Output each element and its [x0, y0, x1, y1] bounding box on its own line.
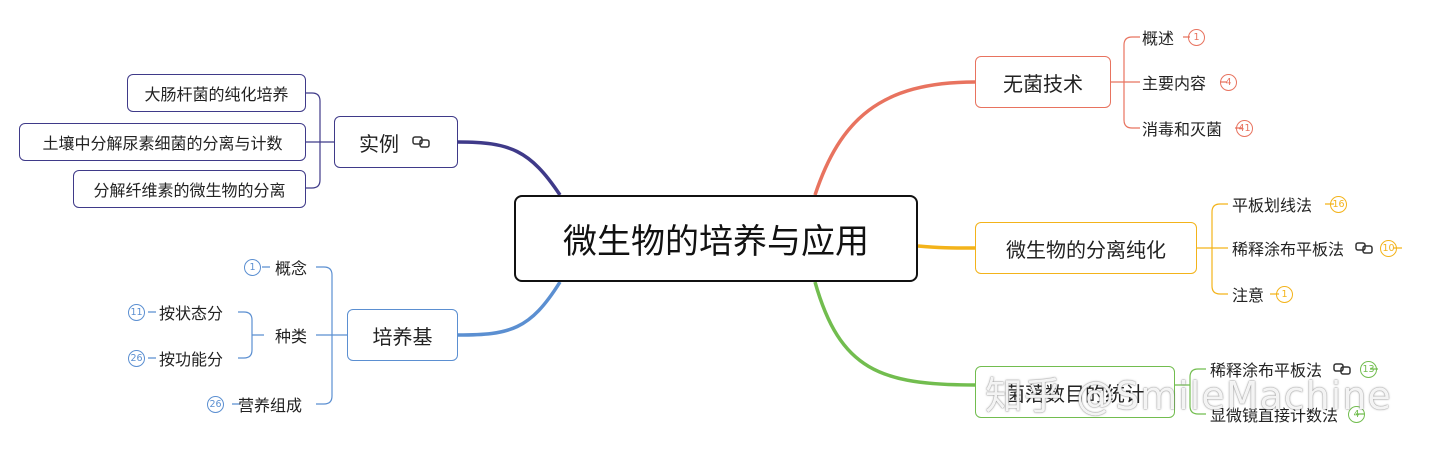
- leaf-label: 主要内容: [1142, 74, 1207, 93]
- leaf-notes[interactable]: 注意 1: [1232, 283, 1294, 305]
- leaf-label: 概念: [275, 259, 308, 278]
- leaf-by-state[interactable]: 11 按状态分: [128, 301, 223, 323]
- leaf-main-content[interactable]: 主要内容 4: [1142, 71, 1238, 93]
- count-badge[interactable]: 11: [128, 303, 145, 321]
- branch-examples-label: 实例: [359, 131, 399, 156]
- branch-counting-label: 菌落数目的统计: [1005, 381, 1145, 406]
- root-topic[interactable]: 微生物的培养与应用: [514, 195, 918, 282]
- count-badge[interactable]: 13: [1360, 360, 1378, 378]
- count-badge[interactable]: 4: [1220, 73, 1238, 91]
- leaf-label: 土壤中分解尿素细菌的分离与计数: [42, 134, 283, 153]
- example-urea-bacteria[interactable]: 土壤中分解尿素细菌的分离与计数: [19, 123, 306, 161]
- example-ecoli[interactable]: 大肠杆菌的纯化培养: [127, 74, 306, 112]
- leaf-composition[interactable]: 26 营养组成: [207, 393, 302, 415]
- leaf-spread-plate-count[interactable]: 稀释涂布平板法 13: [1210, 358, 1378, 380]
- leaf-label: 营养组成: [238, 396, 303, 415]
- count-badge[interactable]: 16: [1330, 195, 1348, 213]
- root-topic-label: 微生物的培养与应用: [563, 222, 869, 262]
- leaf-label: 按功能分: [159, 350, 224, 369]
- leaf-spread-plate[interactable]: 稀释涂布平板法 10: [1232, 237, 1398, 259]
- connector-medium: [457, 281, 562, 337]
- branch-medium[interactable]: 培养基: [347, 309, 458, 361]
- leaf-concept[interactable]: 1 概念: [244, 256, 307, 278]
- count-badge[interactable]: 1: [1188, 28, 1206, 46]
- link-icon[interactable]: [1354, 240, 1376, 256]
- branch-medium-label: 培养基: [372, 324, 433, 349]
- leaf-disinfection[interactable]: 消毒和灭菌 41: [1142, 117, 1254, 139]
- count-badge[interactable]: 4: [1348, 405, 1366, 423]
- count-badge[interactable]: 1: [244, 258, 261, 276]
- leaf-label: 大肠杆菌的纯化培养: [144, 85, 289, 104]
- leaf-label: 概述: [1142, 29, 1175, 48]
- leaf-overview[interactable]: 概述 1: [1142, 26, 1206, 48]
- leaf-label: 分解纤维素的微生物的分离: [93, 181, 286, 200]
- count-badge[interactable]: 26: [207, 395, 224, 413]
- branch-aseptic-label: 无菌技术: [1003, 71, 1083, 96]
- connector-aseptic: [813, 80, 976, 196]
- leaf-label: 消毒和灭菌: [1142, 120, 1223, 139]
- connector-examples: [457, 140, 562, 196]
- leaf-microscope-count[interactable]: 显微镜直接计数法 4: [1210, 403, 1366, 425]
- branch-isolation[interactable]: 微生物的分离纯化: [975, 222, 1197, 274]
- leaf-label: 显微镜直接计数法: [1210, 406, 1339, 425]
- leaf-label: 按状态分: [159, 304, 224, 323]
- count-badge[interactable]: 10: [1380, 239, 1398, 257]
- connector-counting: [813, 281, 976, 387]
- watermark: 知乎 @SmileMachine: [985, 374, 1392, 418]
- link-icon[interactable]: [1332, 361, 1354, 377]
- leaf-label: 注意: [1232, 286, 1265, 305]
- branch-examples[interactable]: 实例: [334, 116, 458, 168]
- count-badge[interactable]: 1: [1276, 285, 1294, 303]
- leaf-label: 平板划线法: [1232, 196, 1313, 215]
- branch-isolation-label: 微生物的分离纯化: [1006, 237, 1166, 262]
- branch-aseptic[interactable]: 无菌技术: [975, 56, 1111, 108]
- count-badge[interactable]: 26: [128, 349, 145, 367]
- leaf-by-function[interactable]: 26 按功能分: [128, 347, 223, 369]
- branch-counting[interactable]: 菌落数目的统计: [975, 366, 1175, 418]
- count-badge[interactable]: 41: [1236, 119, 1254, 137]
- link-icon[interactable]: [411, 134, 433, 150]
- leaf-label: 稀释涂布平板法: [1232, 240, 1345, 259]
- connector-isolation: [917, 244, 976, 250]
- example-cellulose[interactable]: 分解纤维素的微生物的分离: [73, 170, 306, 208]
- leaf-label: 种类: [275, 327, 308, 346]
- leaf-types[interactable]: 种类: [275, 324, 307, 346]
- leaf-label: 稀释涂布平板法: [1210, 361, 1323, 380]
- leaf-streak-plate[interactable]: 平板划线法 16: [1232, 193, 1348, 215]
